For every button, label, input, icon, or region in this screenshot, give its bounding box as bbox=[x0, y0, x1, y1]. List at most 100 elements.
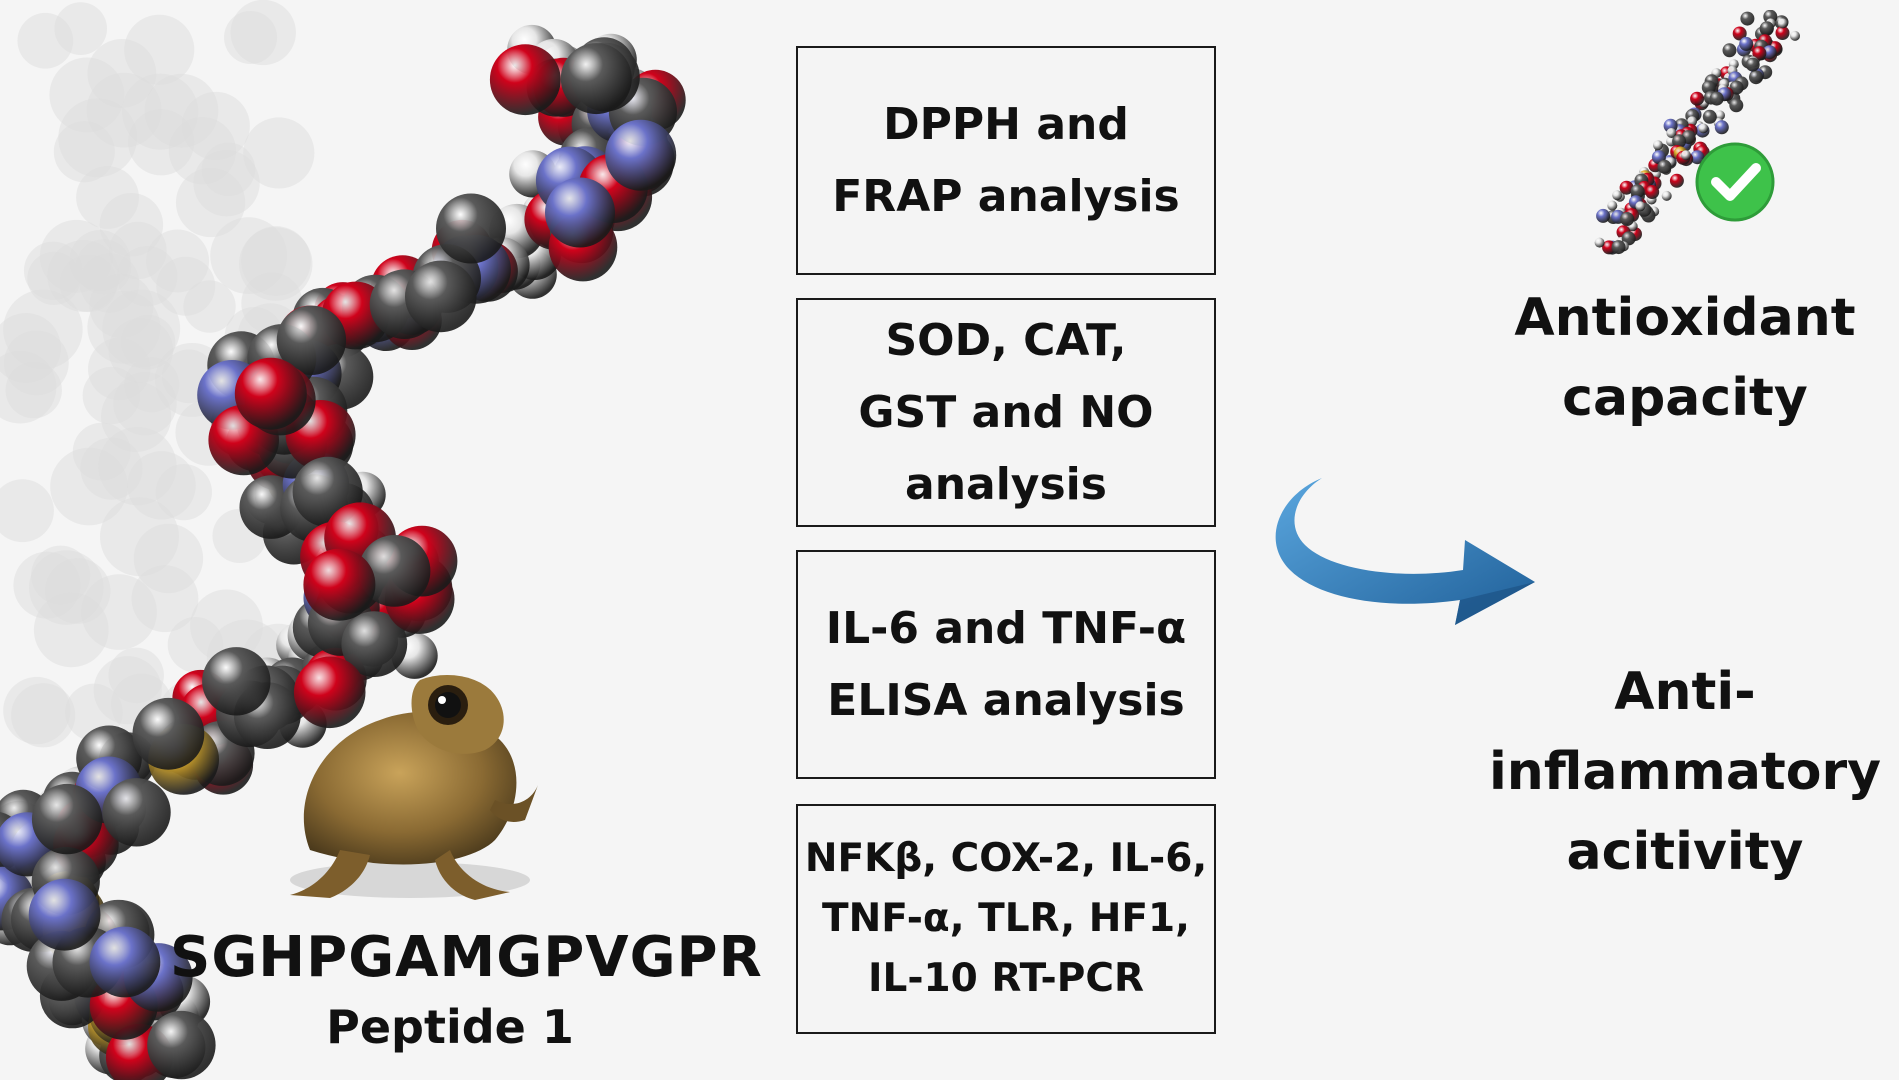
background-atom bbox=[181, 91, 250, 160]
background-atom bbox=[201, 142, 256, 197]
background-atom bbox=[87, 290, 161, 364]
background-atom bbox=[76, 239, 132, 295]
mini-atom bbox=[1777, 18, 1788, 29]
mini-atom bbox=[1702, 109, 1717, 124]
mini-atom bbox=[1672, 134, 1687, 149]
background-atom bbox=[100, 381, 172, 452]
assay-box-enzymes: SOD, CAT, GST and NO analysis bbox=[796, 298, 1216, 527]
background-atom bbox=[98, 426, 177, 506]
mini-atom bbox=[1790, 30, 1800, 41]
atom bbox=[436, 193, 506, 264]
mini-atom bbox=[1690, 91, 1705, 106]
mini-atom bbox=[1775, 26, 1790, 40]
mini-atom bbox=[1709, 91, 1724, 106]
mini-atom bbox=[1739, 36, 1754, 51]
background-atom bbox=[13, 551, 81, 619]
mini-atom bbox=[1762, 45, 1777, 60]
background-atom bbox=[156, 256, 216, 316]
background-atom bbox=[31, 545, 91, 605]
background-atom bbox=[3, 289, 83, 370]
background-atom bbox=[108, 647, 164, 704]
mini-atom bbox=[1745, 57, 1760, 72]
frog-image bbox=[290, 675, 538, 900]
mini-atom bbox=[1732, 26, 1747, 41]
peptide-name: Peptide 1 bbox=[326, 1000, 574, 1054]
mini-atom bbox=[1661, 190, 1672, 201]
atom bbox=[202, 647, 271, 716]
background-atom bbox=[50, 447, 128, 526]
atom bbox=[147, 1010, 216, 1080]
assay-label: IL-6 and TNF-α ELISA analysis bbox=[825, 602, 1187, 726]
atom bbox=[358, 535, 431, 607]
mini-atom bbox=[1653, 140, 1663, 151]
background-atom bbox=[238, 227, 313, 301]
background-atom bbox=[0, 479, 54, 543]
background-atom bbox=[168, 117, 237, 185]
background-atom bbox=[54, 2, 108, 55]
background-atom bbox=[183, 280, 236, 333]
atom bbox=[303, 548, 376, 621]
background-atom bbox=[241, 226, 311, 296]
mini-atom bbox=[1620, 212, 1635, 226]
background-atom bbox=[29, 550, 104, 625]
background-atom bbox=[113, 371, 177, 436]
background-atom bbox=[80, 437, 143, 500]
mini-atom bbox=[1698, 123, 1709, 134]
atom bbox=[405, 260, 477, 333]
background-atom bbox=[109, 221, 167, 280]
background-atom bbox=[122, 73, 199, 150]
mini-atom bbox=[1657, 159, 1672, 174]
atom bbox=[132, 697, 205, 770]
background-atom bbox=[243, 117, 315, 189]
background-atom bbox=[108, 318, 174, 383]
mini-atom bbox=[1630, 184, 1645, 199]
atom bbox=[605, 119, 677, 191]
curved-arrow-icon bbox=[1275, 478, 1535, 625]
mini-atom bbox=[1715, 110, 1725, 121]
mini-atom bbox=[1681, 150, 1691, 161]
atom bbox=[234, 357, 307, 430]
background-atom bbox=[17, 12, 74, 69]
mini-atom bbox=[1619, 180, 1634, 195]
mini-atom bbox=[1740, 11, 1755, 26]
background-atom bbox=[5, 361, 62, 419]
background-atom bbox=[23, 241, 83, 300]
atom bbox=[276, 305, 347, 375]
background-atom bbox=[53, 121, 115, 183]
background-atom bbox=[230, 0, 296, 66]
assay-box-dpph-frap: DPPH and FRAP analysis bbox=[796, 46, 1216, 275]
mini-atom bbox=[1596, 208, 1611, 223]
background-atom bbox=[131, 565, 199, 633]
background-atom bbox=[146, 229, 210, 293]
atom bbox=[89, 926, 161, 998]
background-atom bbox=[27, 251, 81, 305]
outcome-antioxidant-capacity: Antioxidant capacity bbox=[1514, 288, 1856, 428]
background-atom bbox=[81, 574, 157, 650]
background-atom bbox=[11, 683, 76, 748]
atom bbox=[28, 878, 101, 951]
background-atom bbox=[0, 350, 57, 424]
background-atom bbox=[3, 676, 71, 745]
background-atom bbox=[47, 240, 120, 312]
peptide-molecule-model bbox=[0, 0, 686, 1080]
check-icon bbox=[1695, 142, 1775, 222]
background-atom bbox=[124, 357, 180, 413]
background-atom bbox=[193, 150, 260, 217]
background-atom bbox=[99, 497, 179, 577]
atom bbox=[31, 783, 103, 855]
atom bbox=[545, 177, 615, 248]
atom bbox=[489, 44, 561, 116]
mini-atom bbox=[1690, 150, 1705, 165]
background-atom bbox=[0, 313, 61, 383]
background-atom bbox=[58, 98, 138, 178]
background-atom bbox=[155, 464, 212, 521]
background-atom bbox=[210, 217, 287, 295]
background-atom bbox=[87, 39, 157, 108]
mini-atom bbox=[1749, 70, 1763, 85]
background-atom bbox=[69, 230, 131, 291]
background-atom bbox=[72, 422, 131, 481]
background-atom bbox=[99, 193, 164, 257]
mini-atom bbox=[1612, 190, 1623, 201]
background-atom bbox=[3, 330, 69, 396]
